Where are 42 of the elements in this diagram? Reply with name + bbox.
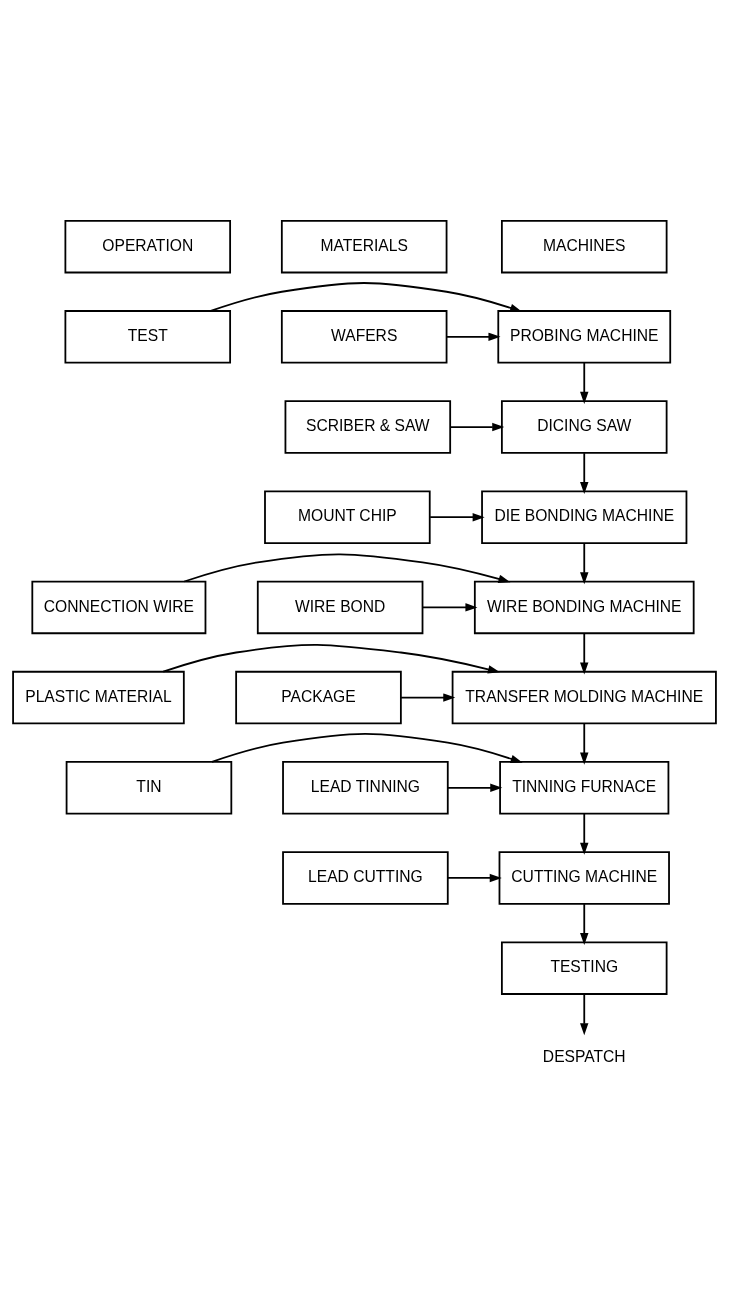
node-box: CONNECTION WIRE bbox=[31, 580, 207, 634]
node-box: WAFERS bbox=[280, 309, 448, 364]
arrow bbox=[445, 332, 501, 341]
node-box: TINNING FURNACE bbox=[499, 760, 670, 815]
node-box: TIN bbox=[65, 760, 233, 815]
arrow bbox=[580, 722, 589, 765]
arrow bbox=[580, 902, 589, 945]
arrow bbox=[211, 732, 523, 763]
node-box: WIRE BOND bbox=[256, 580, 424, 634]
node-box: MATERIALS bbox=[280, 219, 448, 273]
arrow bbox=[580, 451, 589, 494]
arrow bbox=[447, 783, 503, 792]
arrow bbox=[580, 812, 589, 855]
arrow bbox=[209, 281, 523, 312]
node-box: PLASTIC MATERIAL bbox=[12, 670, 185, 724]
arrow bbox=[447, 873, 502, 882]
arrow bbox=[421, 602, 478, 612]
node-box: CUTTING MACHINE bbox=[498, 850, 670, 905]
arrow bbox=[449, 422, 505, 431]
node-box: MACHINES bbox=[501, 219, 668, 273]
node-box: WIRE BONDING MACHINE bbox=[473, 580, 695, 634]
arrow bbox=[183, 552, 511, 583]
node-box: PACKAGE bbox=[235, 670, 402, 724]
node-box: LEAD TINNING bbox=[282, 760, 449, 815]
node-box: TESTING bbox=[501, 940, 668, 995]
node-box: PROBING MACHINE bbox=[497, 309, 672, 364]
arrow bbox=[580, 361, 589, 404]
node-box: LEAD CUTTING bbox=[282, 850, 449, 905]
arrow bbox=[580, 992, 589, 1035]
arrow bbox=[162, 643, 500, 673]
node-box: MOUNT CHIP bbox=[264, 489, 431, 544]
node-box: TRANSFER MOLDING MACHINE bbox=[451, 670, 717, 724]
node-box: SCRIBER & SAW bbox=[284, 399, 452, 454]
node-text: DESPATCH bbox=[542, 1047, 626, 1065]
arrow bbox=[580, 632, 589, 674]
node-box: DICING SAW bbox=[501, 399, 668, 454]
arrow bbox=[580, 541, 589, 584]
arrow bbox=[429, 512, 485, 521]
node-box: OPERATION bbox=[64, 219, 231, 273]
arrow bbox=[400, 692, 456, 702]
node-box: TEST bbox=[64, 309, 231, 364]
node-box: DIE BONDING MACHINE bbox=[481, 489, 688, 544]
